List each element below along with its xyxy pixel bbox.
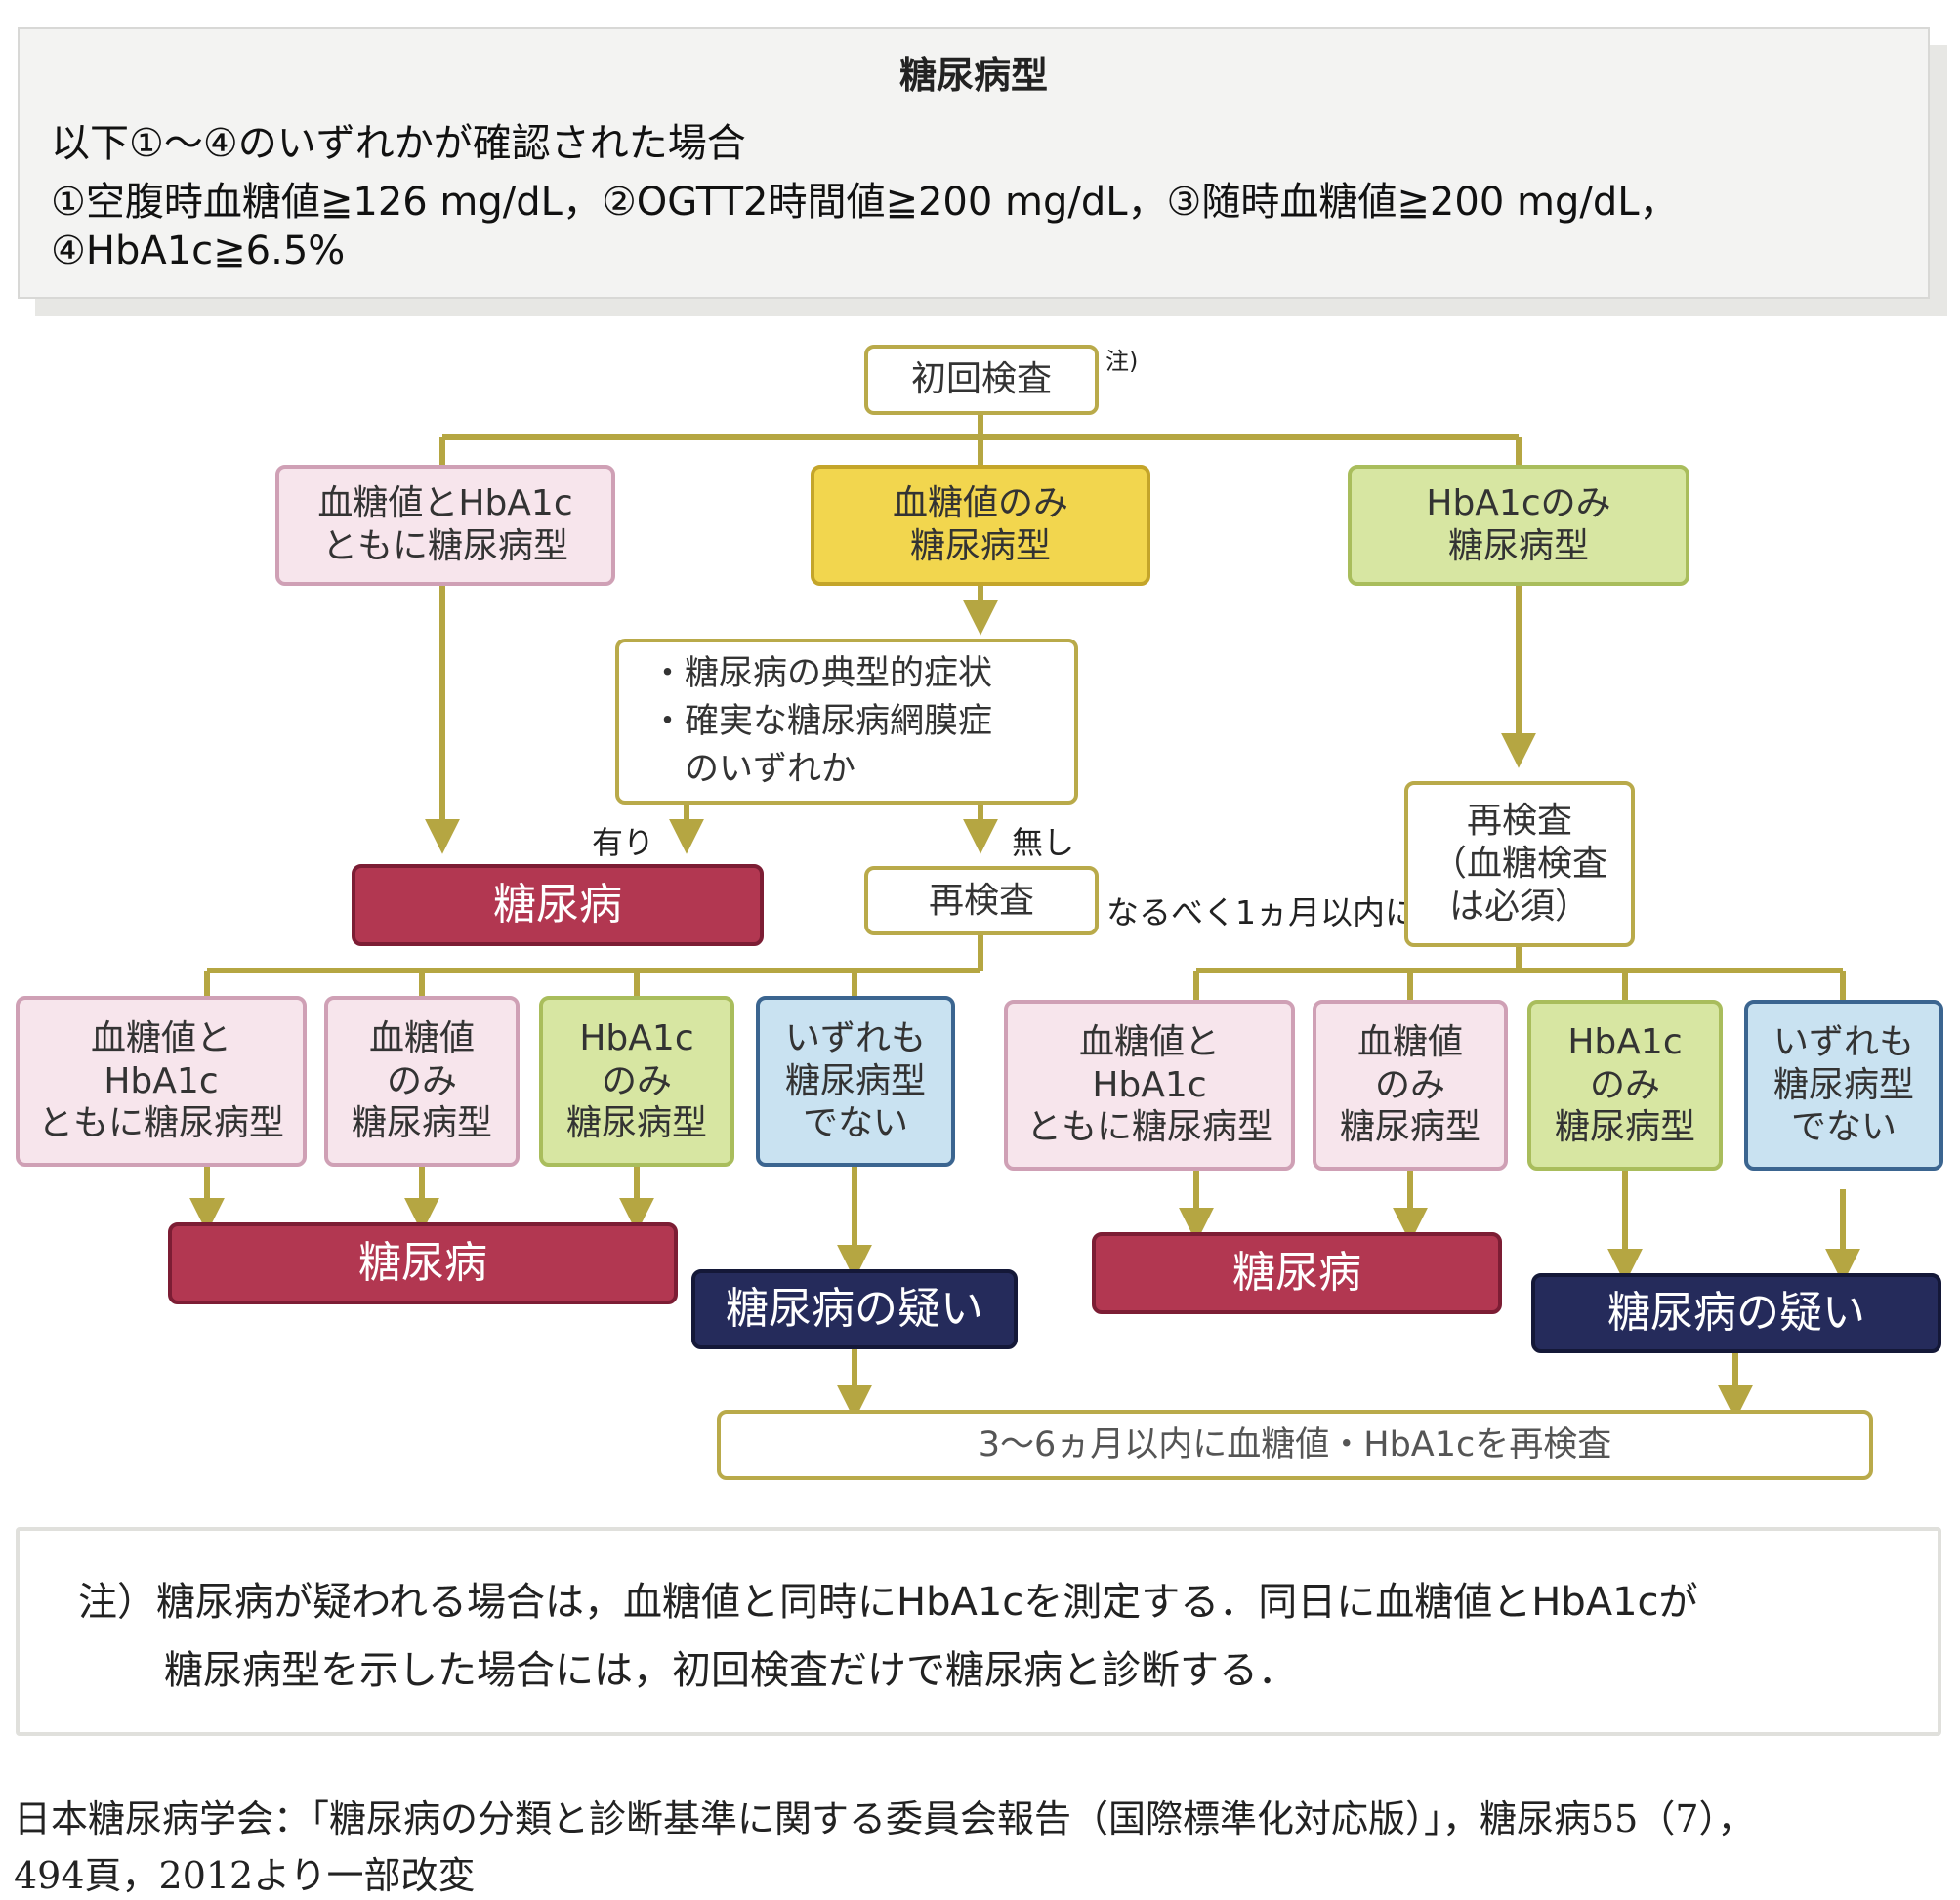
symptoms-box: ・糖尿病の典型的症状 ・確実な糖尿病網膜症 のいずれか xyxy=(615,639,1078,805)
label-yes: 有り xyxy=(592,824,655,861)
initial-exam-note-mark: 注) xyxy=(1105,348,1139,375)
criteria-hba1c: ④HbA1c≧6.5% xyxy=(51,228,346,273)
footnote-line-2: 糖尿病型を示した場合には，初回検査だけで糖尿病と診断する． xyxy=(164,1648,1297,1693)
left-result-both: 血糖値と HbA1c ともに糖尿病型 xyxy=(16,996,307,1167)
retest-glucose-required-box: 再検査 （血糖検査 は必須） xyxy=(1404,781,1635,947)
suspected-box-right: 糖尿病の疑い xyxy=(1531,1273,1941,1353)
retest-box: 再検査 xyxy=(864,866,1099,935)
label-no: 無し xyxy=(1012,824,1075,861)
suspected-box-left: 糖尿病の疑い xyxy=(691,1269,1018,1349)
right-result-glucose: 血糖値 のみ 糖尿病型 xyxy=(1313,1000,1508,1171)
followup-box: 3～6ヵ月以内に血糖値・HbA1cを再検査 xyxy=(717,1410,1873,1480)
diabetes-box-right: 糖尿病 xyxy=(1092,1232,1502,1314)
criteria-list: ①空腹時血糖値≧126 mg/dL，②OGTT2時間値≧200 mg/dL，③随… xyxy=(51,180,1679,225)
left-result-hba1c: HbA1c のみ 糖尿病型 xyxy=(539,996,734,1167)
diabetes-box-left: 糖尿病 xyxy=(168,1222,678,1304)
branch-hba1c-box: HbA1cのみ 糖尿病型 xyxy=(1348,465,1689,586)
left-result-glucose: 血糖値 のみ 糖尿病型 xyxy=(324,996,520,1167)
source-citation-line-1: 日本糖尿病学会：「糖尿病の分類と診断基準に関する委員会報告（国際標準化対応版）」… xyxy=(14,1797,1755,1840)
right-result-both: 血糖値と HbA1c ともに糖尿病型 xyxy=(1004,1000,1295,1171)
branch-glucose-box: 血糖値のみ 糖尿病型 xyxy=(811,465,1150,586)
diabetes-box-top: 糖尿病 xyxy=(352,864,764,946)
footnote-line-1: 注）糖尿病が疑われる場合は，血糖値と同時にHbA1cを測定する．同日に血糖値とH… xyxy=(78,1580,1698,1625)
within-month-label: なるべく1ヵ月以内に xyxy=(1106,893,1417,931)
initial-exam-box: 初回検査 xyxy=(864,345,1099,415)
criteria-title: 糖尿病型 xyxy=(898,54,1048,97)
right-result-hba1c: HbA1c のみ 糖尿病型 xyxy=(1527,1000,1723,1171)
footnote-panel: 注）糖尿病が疑われる場合は，血糖値と同時にHbA1cを測定する．同日に血糖値とH… xyxy=(16,1527,1941,1736)
source-citation-line-2: 494頁，2012より一部改変 xyxy=(14,1854,476,1897)
left-result-none: いずれも 糖尿病型 でない xyxy=(756,996,955,1167)
branch-both-box: 血糖値とHbA1c ともに糖尿病型 xyxy=(275,465,615,586)
right-result-none: いずれも 糖尿病型 でない xyxy=(1744,1000,1943,1171)
criteria-panel: 糖尿病型 以下①～④のいずれかが確認された場合 ①空腹時血糖値≧126 mg/d… xyxy=(18,27,1930,299)
criteria-intro: 以下①～④のいずれかが確認された場合 xyxy=(51,121,746,166)
